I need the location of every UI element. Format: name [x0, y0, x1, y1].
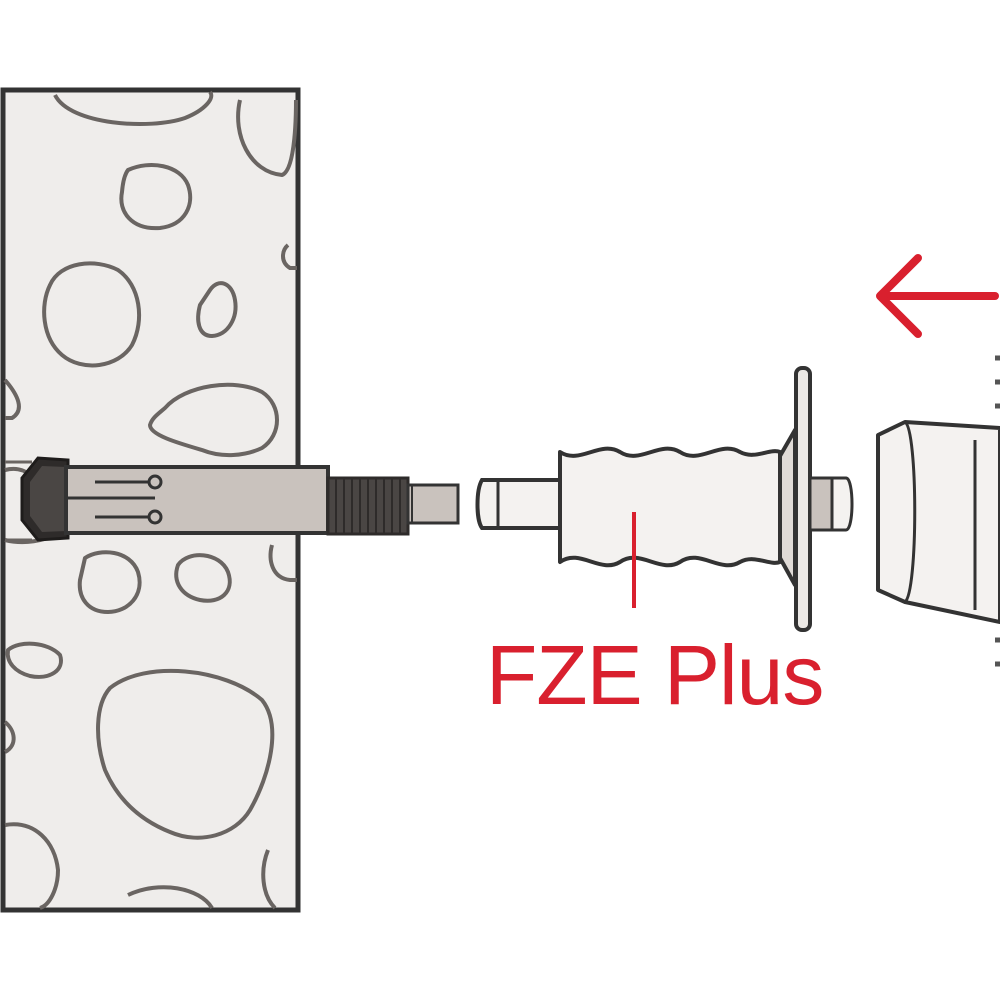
threaded-bolt [326, 476, 460, 536]
setting-tool [876, 355, 1000, 667]
expansion-anchor [20, 456, 330, 542]
product-label: FZE Plus [486, 628, 823, 722]
washer [778, 366, 854, 632]
left-arrow-icon [876, 254, 999, 338]
ribbed-insulation-dowel [475, 446, 782, 568]
